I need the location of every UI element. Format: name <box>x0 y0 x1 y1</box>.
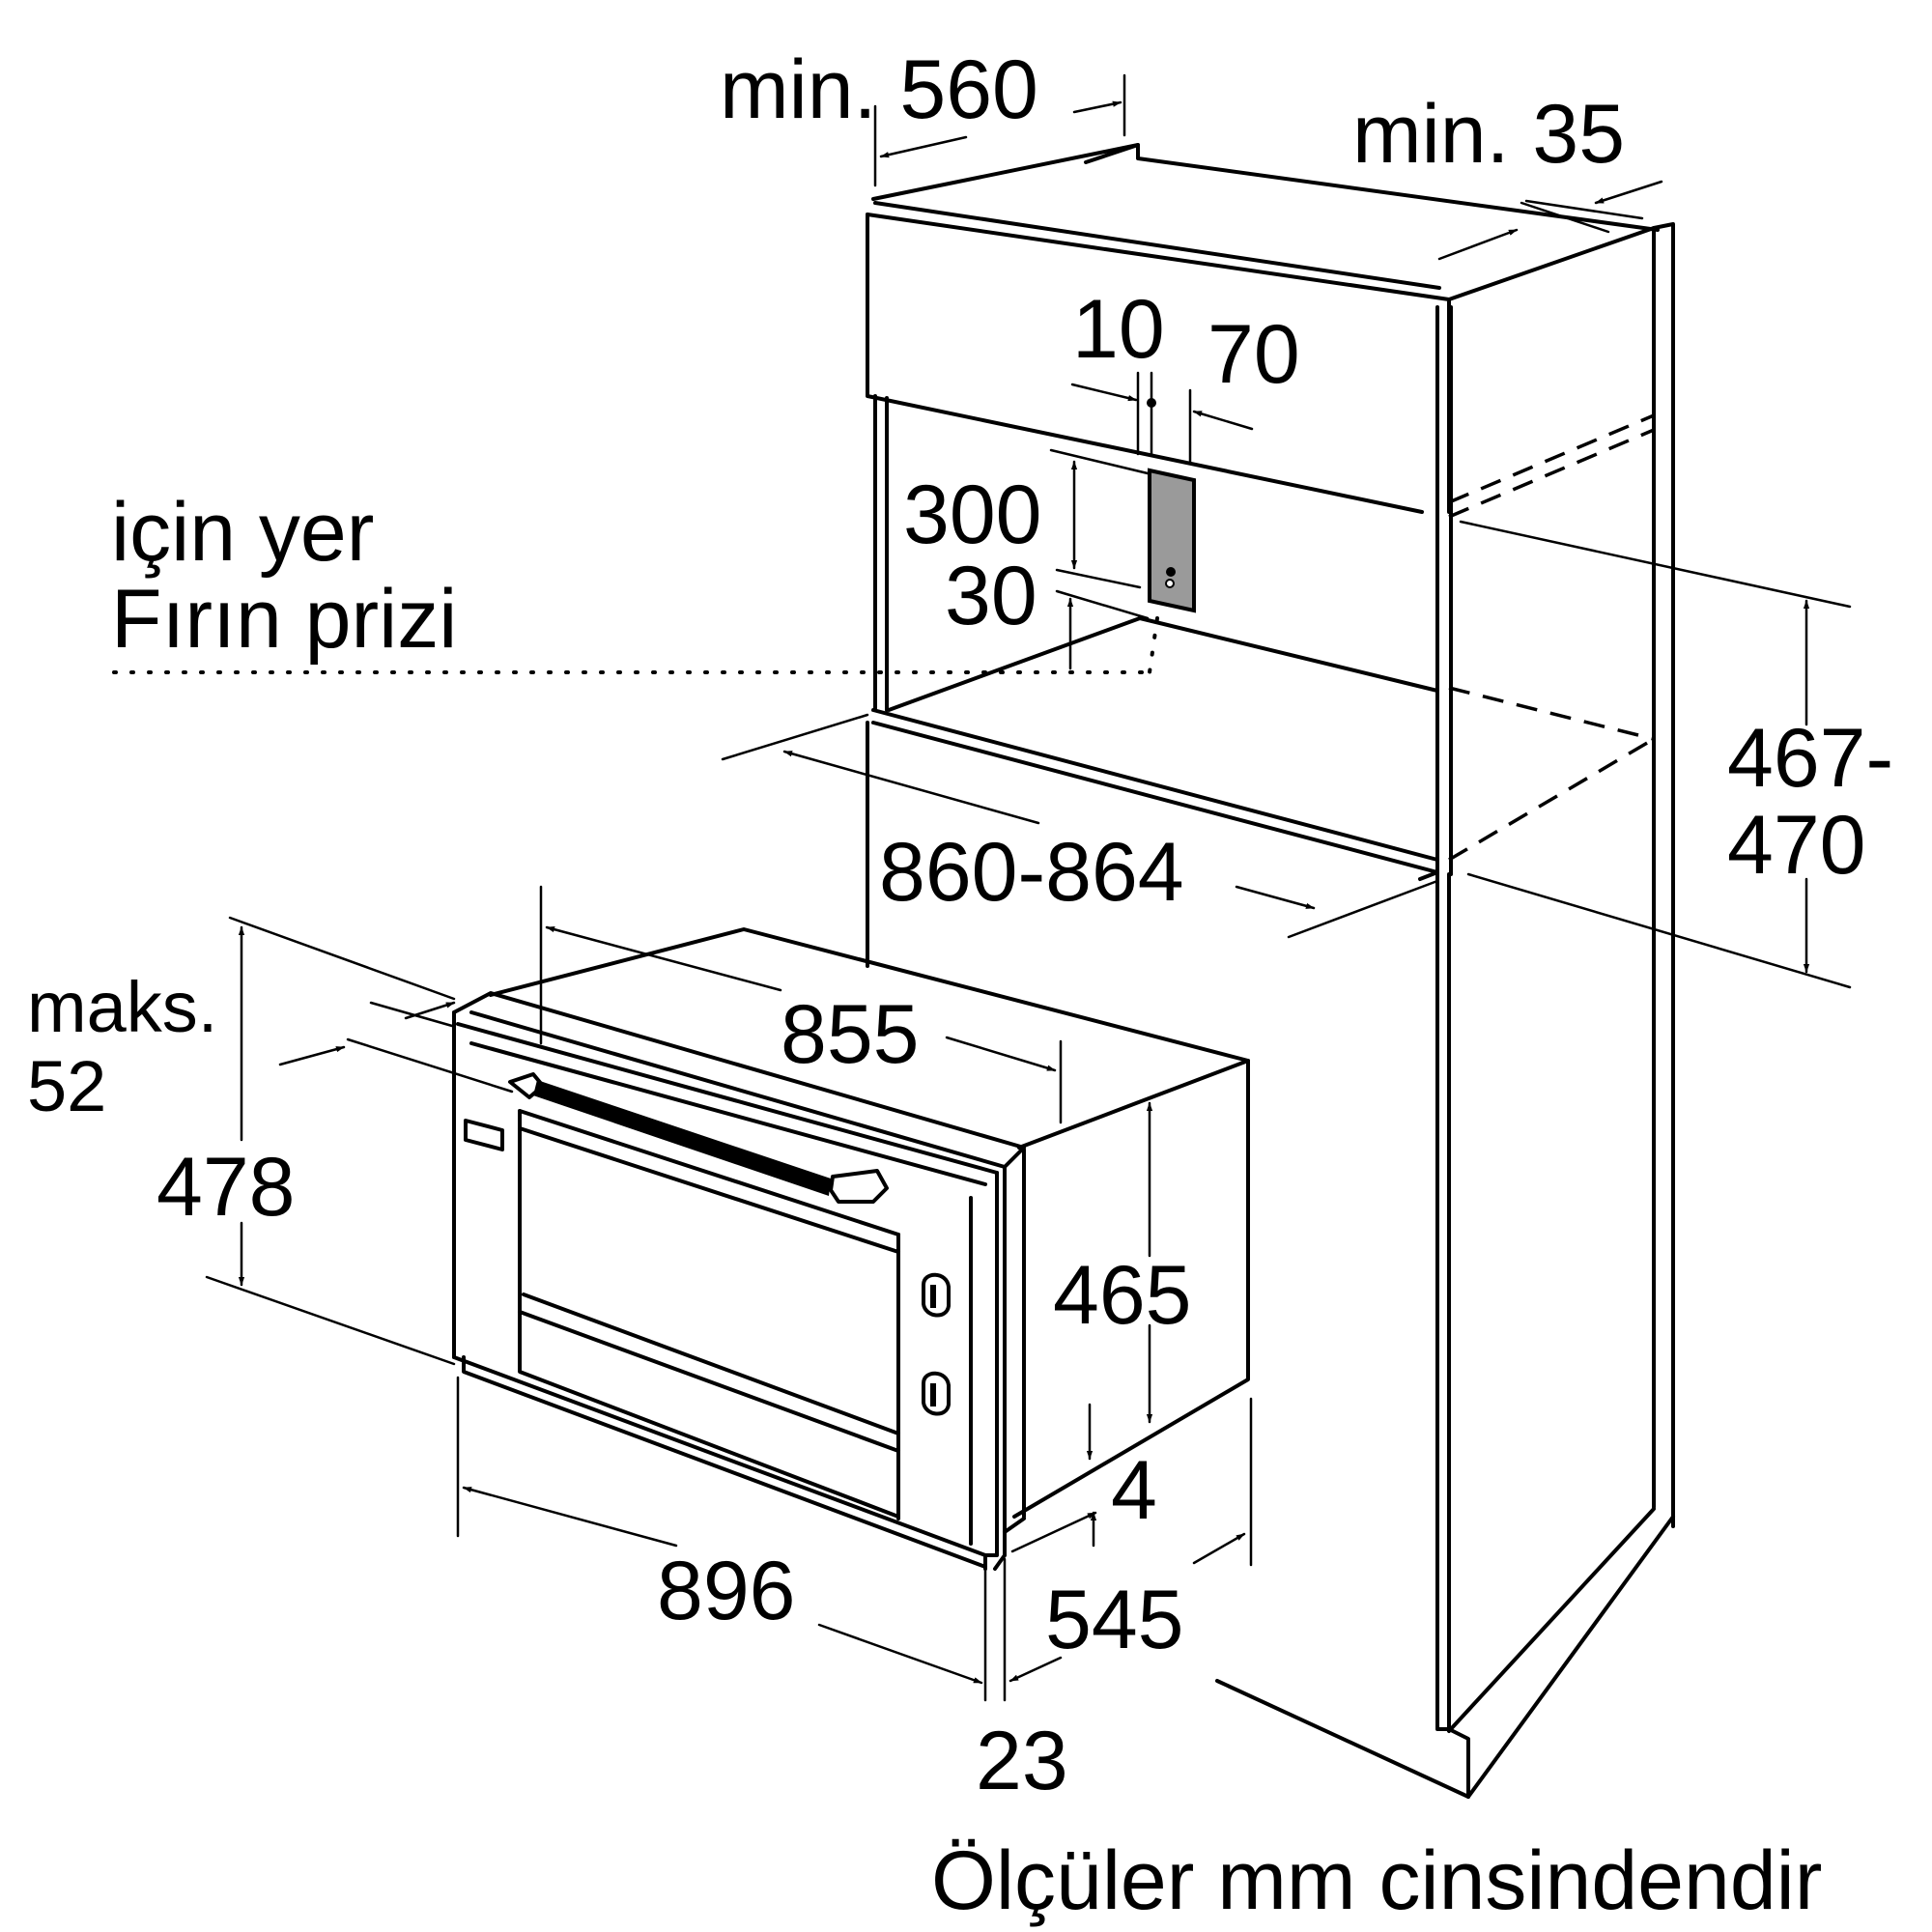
footer-units-note: Ölçüler mm cinsindendir <box>931 1834 1822 1927</box>
control-knobs <box>922 1272 951 1416</box>
hidden-lines <box>1448 230 1656 862</box>
oven-outline <box>452 927 1250 1571</box>
label-4: 4 <box>1111 1444 1157 1537</box>
label-min-35: min. 35 <box>1352 88 1625 181</box>
label-896: 896 <box>657 1545 796 1637</box>
label-855: 855 <box>781 988 920 1081</box>
socket-box <box>1148 468 1196 613</box>
label-70: 70 <box>1208 308 1300 401</box>
oven-handle <box>508 1072 889 1204</box>
label-300: 300 <box>903 469 1042 561</box>
label-10: 10 <box>1072 283 1165 376</box>
label-467-470-b: 470 <box>1727 799 1866 892</box>
dimension-lines <box>112 73 1852 1702</box>
label-860-864: 860-864 <box>879 826 1184 919</box>
cabinet-outline <box>866 143 1675 1799</box>
label-478: 478 <box>156 1141 296 1234</box>
label-465: 465 <box>1053 1249 1192 1342</box>
label-467-470-a: 467- <box>1727 712 1893 805</box>
label-socket-line2: Fırın prizi <box>111 573 457 666</box>
label-min-560: min. 560 <box>720 43 1038 136</box>
label-23: 23 <box>976 1715 1068 1807</box>
label-30: 30 <box>945 550 1037 642</box>
dimension-labels: min. 560 min. 35 10 70 300 30 için yer F… <box>27 43 1893 1927</box>
label-socket-line1: için yer <box>111 486 374 579</box>
label-52: 52 <box>27 1046 106 1126</box>
label-545: 545 <box>1045 1574 1184 1666</box>
label-maks: maks. <box>27 967 217 1047</box>
